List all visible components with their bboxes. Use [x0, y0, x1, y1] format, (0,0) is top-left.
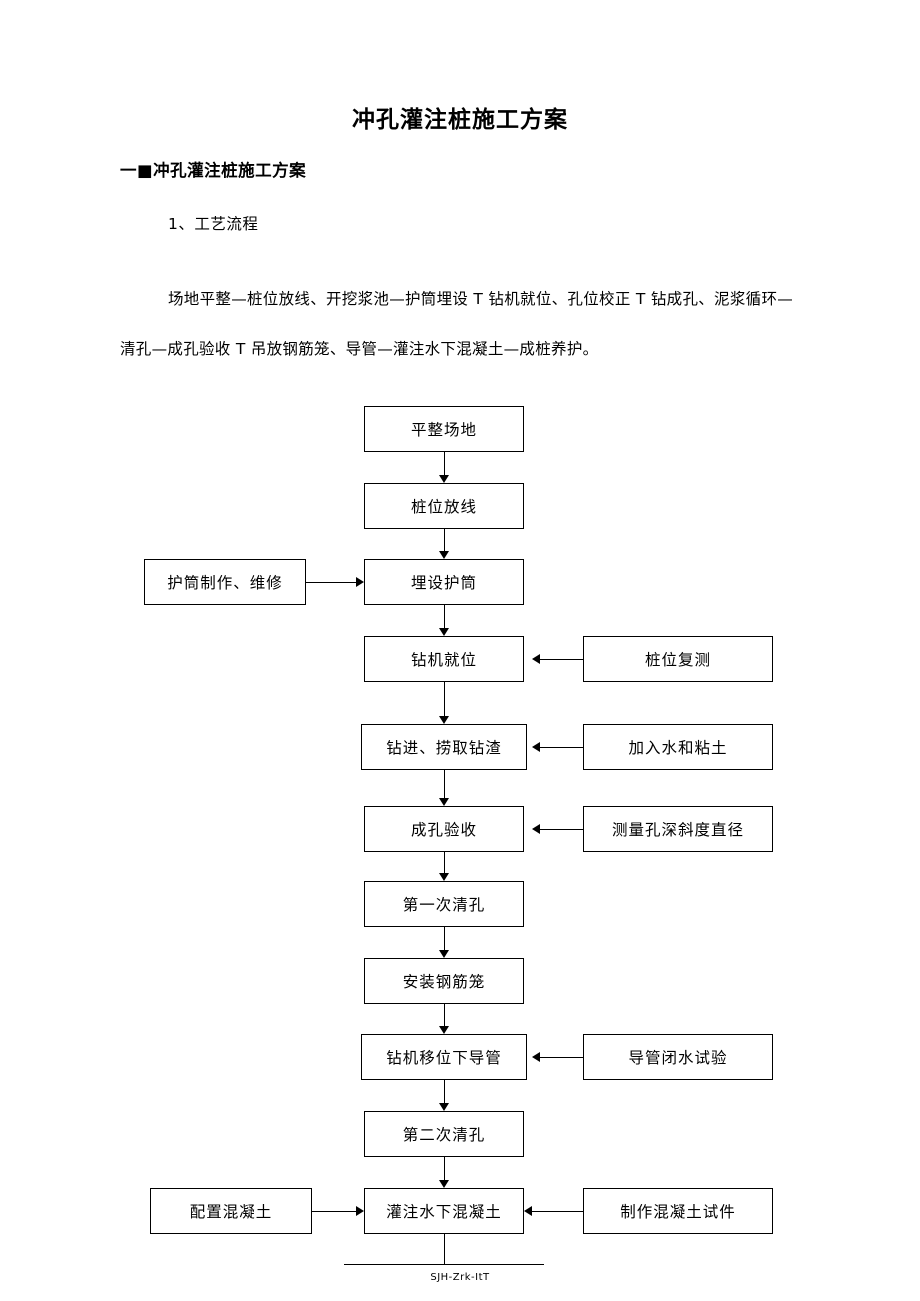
flow-node-right-1: 加入水和粘土 [583, 724, 773, 770]
page-title: 冲孔灌注桩施工方案 [352, 107, 568, 133]
arrowhead-left-0 [356, 577, 364, 587]
flow-node-left-1: 配置混凝土 [150, 1188, 312, 1234]
connector-main-1-2 [444, 529, 445, 551]
arrowhead-main-3-4 [439, 716, 449, 724]
connector-right-3 [540, 1057, 583, 1058]
connector-main-8-9 [444, 1080, 445, 1103]
section-heading-2: 1、工艺流程 [168, 215, 259, 233]
connector-main-9-10 [444, 1157, 445, 1180]
arrowhead-main-7-8 [439, 1026, 449, 1034]
arrowhead-right-0 [532, 654, 540, 664]
flow-node-main-8: 钻机移位下导管 [361, 1034, 527, 1080]
connector-left-0 [306, 582, 356, 583]
flow-node-main-9: 第二次清孔 [364, 1111, 524, 1157]
arrowhead-right-2 [532, 824, 540, 834]
flow-node-main-2: 埋设护筒 [364, 559, 524, 605]
arrowhead-main-1-2 [439, 551, 449, 559]
flow-node-left-0: 护筒制作、维修 [144, 559, 306, 605]
arrowhead-right-3 [532, 1052, 540, 1062]
arrowhead-main-2-3 [439, 628, 449, 636]
flow-node-main-7: 安装钢筋笼 [364, 958, 524, 1004]
flow-node-main-3: 钻机就位 [364, 636, 524, 682]
flow-node-main-10: 灌注水下混凝土 [364, 1188, 524, 1234]
arrowhead-main-4-5 [439, 798, 449, 806]
arrowhead-main-0-1 [439, 475, 449, 483]
flow-node-main-5: 成孔验收 [364, 806, 524, 852]
flow-node-right-4: 制作混凝土试件 [583, 1188, 773, 1234]
footer-watermark: SJH-Zrk-ItT [430, 1272, 490, 1283]
connector-end-bar [344, 1264, 544, 1265]
arrowhead-main-6-7 [439, 950, 449, 958]
flow-node-main-6: 第一次清孔 [364, 881, 524, 927]
arrowhead-main-8-9 [439, 1103, 449, 1111]
arrowhead-right-1 [532, 742, 540, 752]
section-heading-1: 一■冲孔灌注桩施工方案 [120, 161, 307, 180]
connector-main-5-6 [444, 852, 445, 873]
connector-right-2 [540, 829, 583, 830]
connector-right-0 [540, 659, 583, 660]
arrowhead-right-4 [524, 1206, 532, 1216]
flow-node-right-0: 桩位复测 [583, 636, 773, 682]
connector-main-0-1 [444, 452, 445, 475]
connector-main-10-end [444, 1234, 445, 1264]
connector-left-1 [312, 1211, 356, 1212]
connector-main-7-8 [444, 1004, 445, 1026]
connector-main-6-7 [444, 927, 445, 950]
flow-node-right-2: 测量孔深斜度直径 [583, 806, 773, 852]
connector-main-3-4 [444, 682, 445, 716]
connector-main-4-5 [444, 770, 445, 798]
flow-node-right-3: 导管闭水试验 [583, 1034, 773, 1080]
flow-node-main-0: 平整场地 [364, 406, 524, 452]
flow-node-main-1: 桩位放线 [364, 483, 524, 529]
connector-main-2-3 [444, 605, 445, 628]
arrowhead-main-5-6 [439, 873, 449, 881]
connector-right-4 [532, 1211, 583, 1212]
connector-right-1 [540, 747, 583, 748]
arrowhead-main-9-10 [439, 1180, 449, 1188]
flow-node-main-4: 钻进、捞取钻渣 [361, 724, 527, 770]
process-paragraph: 场地平整—桩位放线、开挖浆池—护筒埋设 T 钻机就位、孔位校正 T 钻成孔、泥浆… [120, 290, 794, 358]
arrowhead-left-1 [356, 1206, 364, 1216]
